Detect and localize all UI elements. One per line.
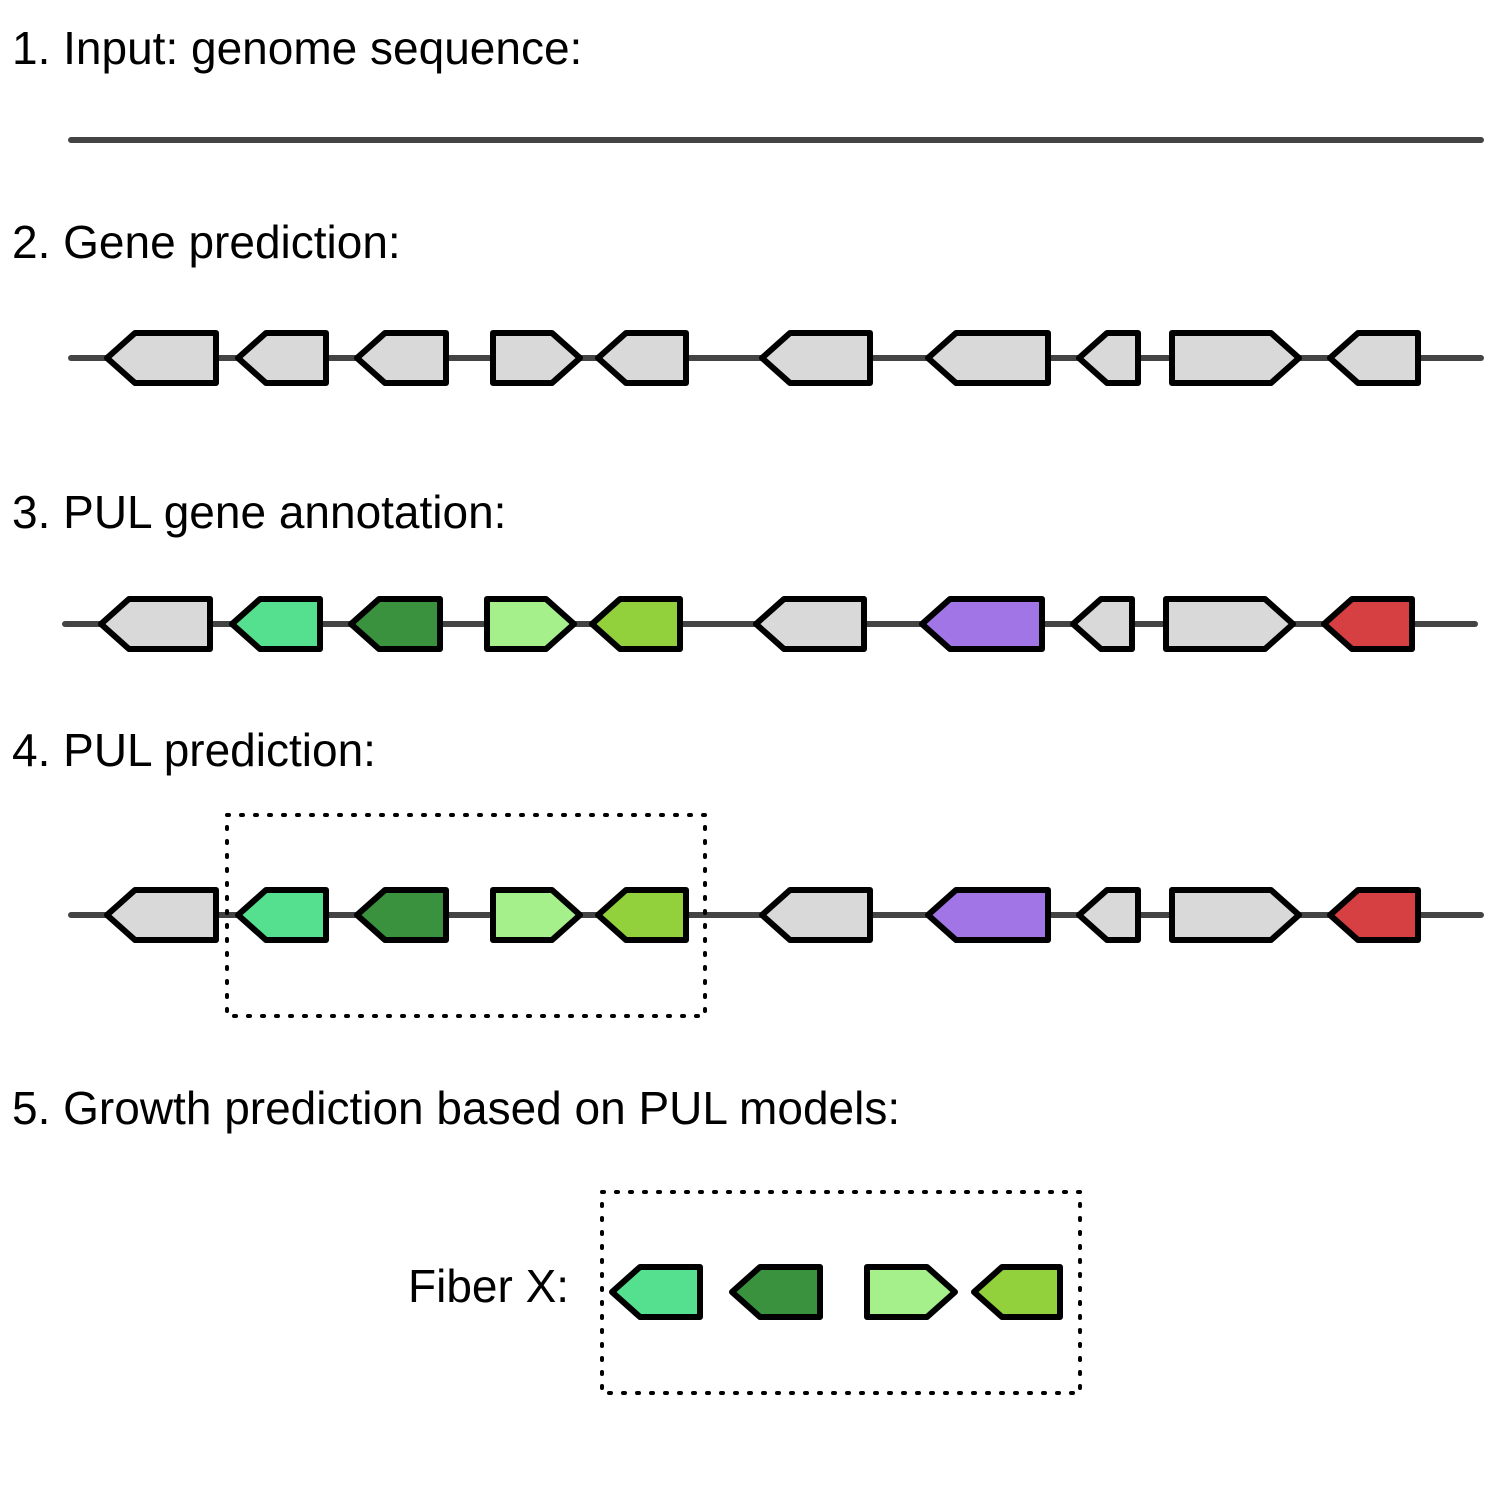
pul-annotation-gene-9 bbox=[1163, 596, 1296, 652]
tracks-layer bbox=[62, 137, 1484, 1395]
fiber-model-gene-3 bbox=[864, 1264, 958, 1320]
fiber-model-box bbox=[600, 1190, 1082, 1395]
gene-prediction-gene-1 bbox=[104, 330, 219, 386]
pul-prediction-gene-5 bbox=[595, 887, 689, 943]
pul-prediction-gene-10 bbox=[1327, 887, 1421, 943]
step-3-label: 3. PUL gene annotation: bbox=[12, 486, 506, 538]
fiber-model-gene-1 bbox=[609, 1264, 703, 1320]
fiber-x-label: Fiber X: bbox=[408, 1260, 569, 1312]
step-2-label: 2. Gene prediction: bbox=[12, 216, 401, 268]
pul-prediction-gene-1 bbox=[104, 887, 219, 943]
gene-prediction-gene-8 bbox=[1076, 330, 1141, 386]
pul-prediction-gene-9 bbox=[1169, 887, 1302, 943]
step-1-label: 1. Input: genome sequence: bbox=[12, 22, 582, 74]
gene-prediction-gene-5 bbox=[595, 330, 689, 386]
step-4-label: 4. PUL prediction: bbox=[12, 724, 376, 776]
pul-prediction-gene-3 bbox=[354, 887, 449, 943]
fiber-model-gene-4 bbox=[971, 1264, 1063, 1320]
gene-prediction-gene-2 bbox=[235, 330, 329, 386]
pul-annotation-gene-8 bbox=[1070, 596, 1135, 652]
gene-prediction-gene-4 bbox=[490, 330, 583, 386]
pul-prediction-gene-7 bbox=[925, 887, 1051, 943]
pul-annotation-gene-5 bbox=[589, 596, 683, 652]
pul-annotation-gene-6 bbox=[753, 596, 867, 652]
pul-prediction-gene-6 bbox=[759, 887, 873, 943]
step-5-label: 5. Growth prediction based on PUL models… bbox=[12, 1082, 900, 1134]
pul-annotation-gene-1 bbox=[98, 596, 213, 652]
pul-annotation-gene-2 bbox=[229, 596, 323, 652]
gene-prediction-gene-6 bbox=[759, 330, 873, 386]
pul-prediction-gene-4 bbox=[490, 887, 583, 943]
pul-prediction-gene-2 bbox=[235, 887, 329, 943]
pul-annotation-gene-7 bbox=[919, 596, 1045, 652]
pul-annotation-gene-4 bbox=[484, 596, 577, 652]
gene-prediction-gene-3 bbox=[354, 330, 449, 386]
gene-prediction-gene-7 bbox=[925, 330, 1051, 386]
gene-prediction-gene-10 bbox=[1327, 330, 1421, 386]
gene-prediction-gene-9 bbox=[1169, 330, 1302, 386]
pul-annotation-gene-3 bbox=[348, 596, 443, 652]
fiber-model-gene-2 bbox=[729, 1264, 823, 1320]
pul-prediction-gene-8 bbox=[1076, 887, 1141, 943]
predicted-pul-box bbox=[225, 813, 707, 1018]
pul-annotation-gene-10 bbox=[1321, 596, 1415, 652]
